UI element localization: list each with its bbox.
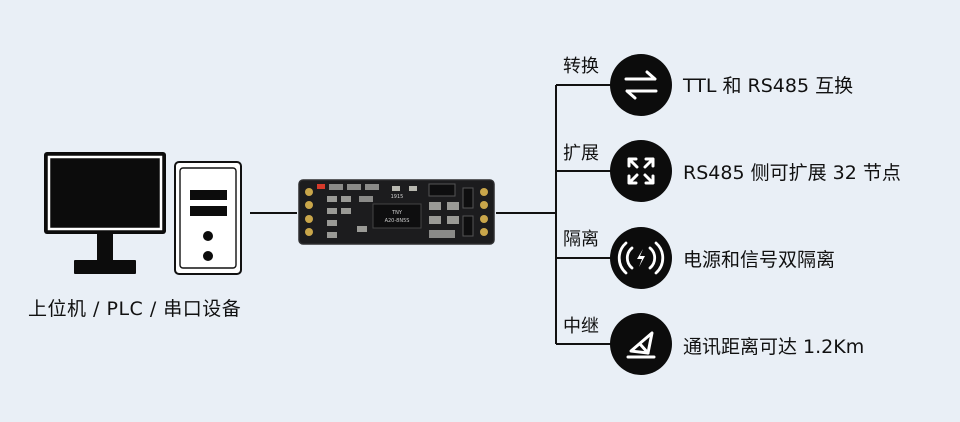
pcb-marking-3: 1915 (391, 194, 404, 200)
feature-tag-isolate: 隔离 (563, 229, 599, 250)
feature-tag-expand: 扩展 (563, 143, 599, 164)
pcb-marking-1: TNY (391, 210, 403, 216)
isolation-signal-icon (610, 227, 672, 289)
expand-arrows-icon (610, 140, 672, 202)
pcb-marking-2: A20-8N5S (385, 218, 410, 224)
monitor-icon (44, 152, 166, 274)
pc-tower-icon (174, 161, 242, 275)
swap-arrows-icon (610, 54, 672, 116)
feature-text-convert: TTL 和 RS485 互换 (683, 75, 854, 97)
feature-tag-convert: 转换 (563, 56, 599, 77)
left-device-label: 上位机 / PLC / 串口设备 (28, 298, 242, 320)
feature-text-expand: RS485 侧可扩展 32 节点 (683, 162, 901, 184)
feature-text-isolate: 电源和信号双隔离 (683, 249, 836, 271)
pcb-module-image: TNY A20-8N5S 1915 (298, 179, 495, 245)
feature-tag-relay: 中继 (563, 316, 599, 337)
feature-text-relay: 通讯距离可达 1.2Km (683, 336, 865, 358)
relay-send-icon (610, 313, 672, 375)
